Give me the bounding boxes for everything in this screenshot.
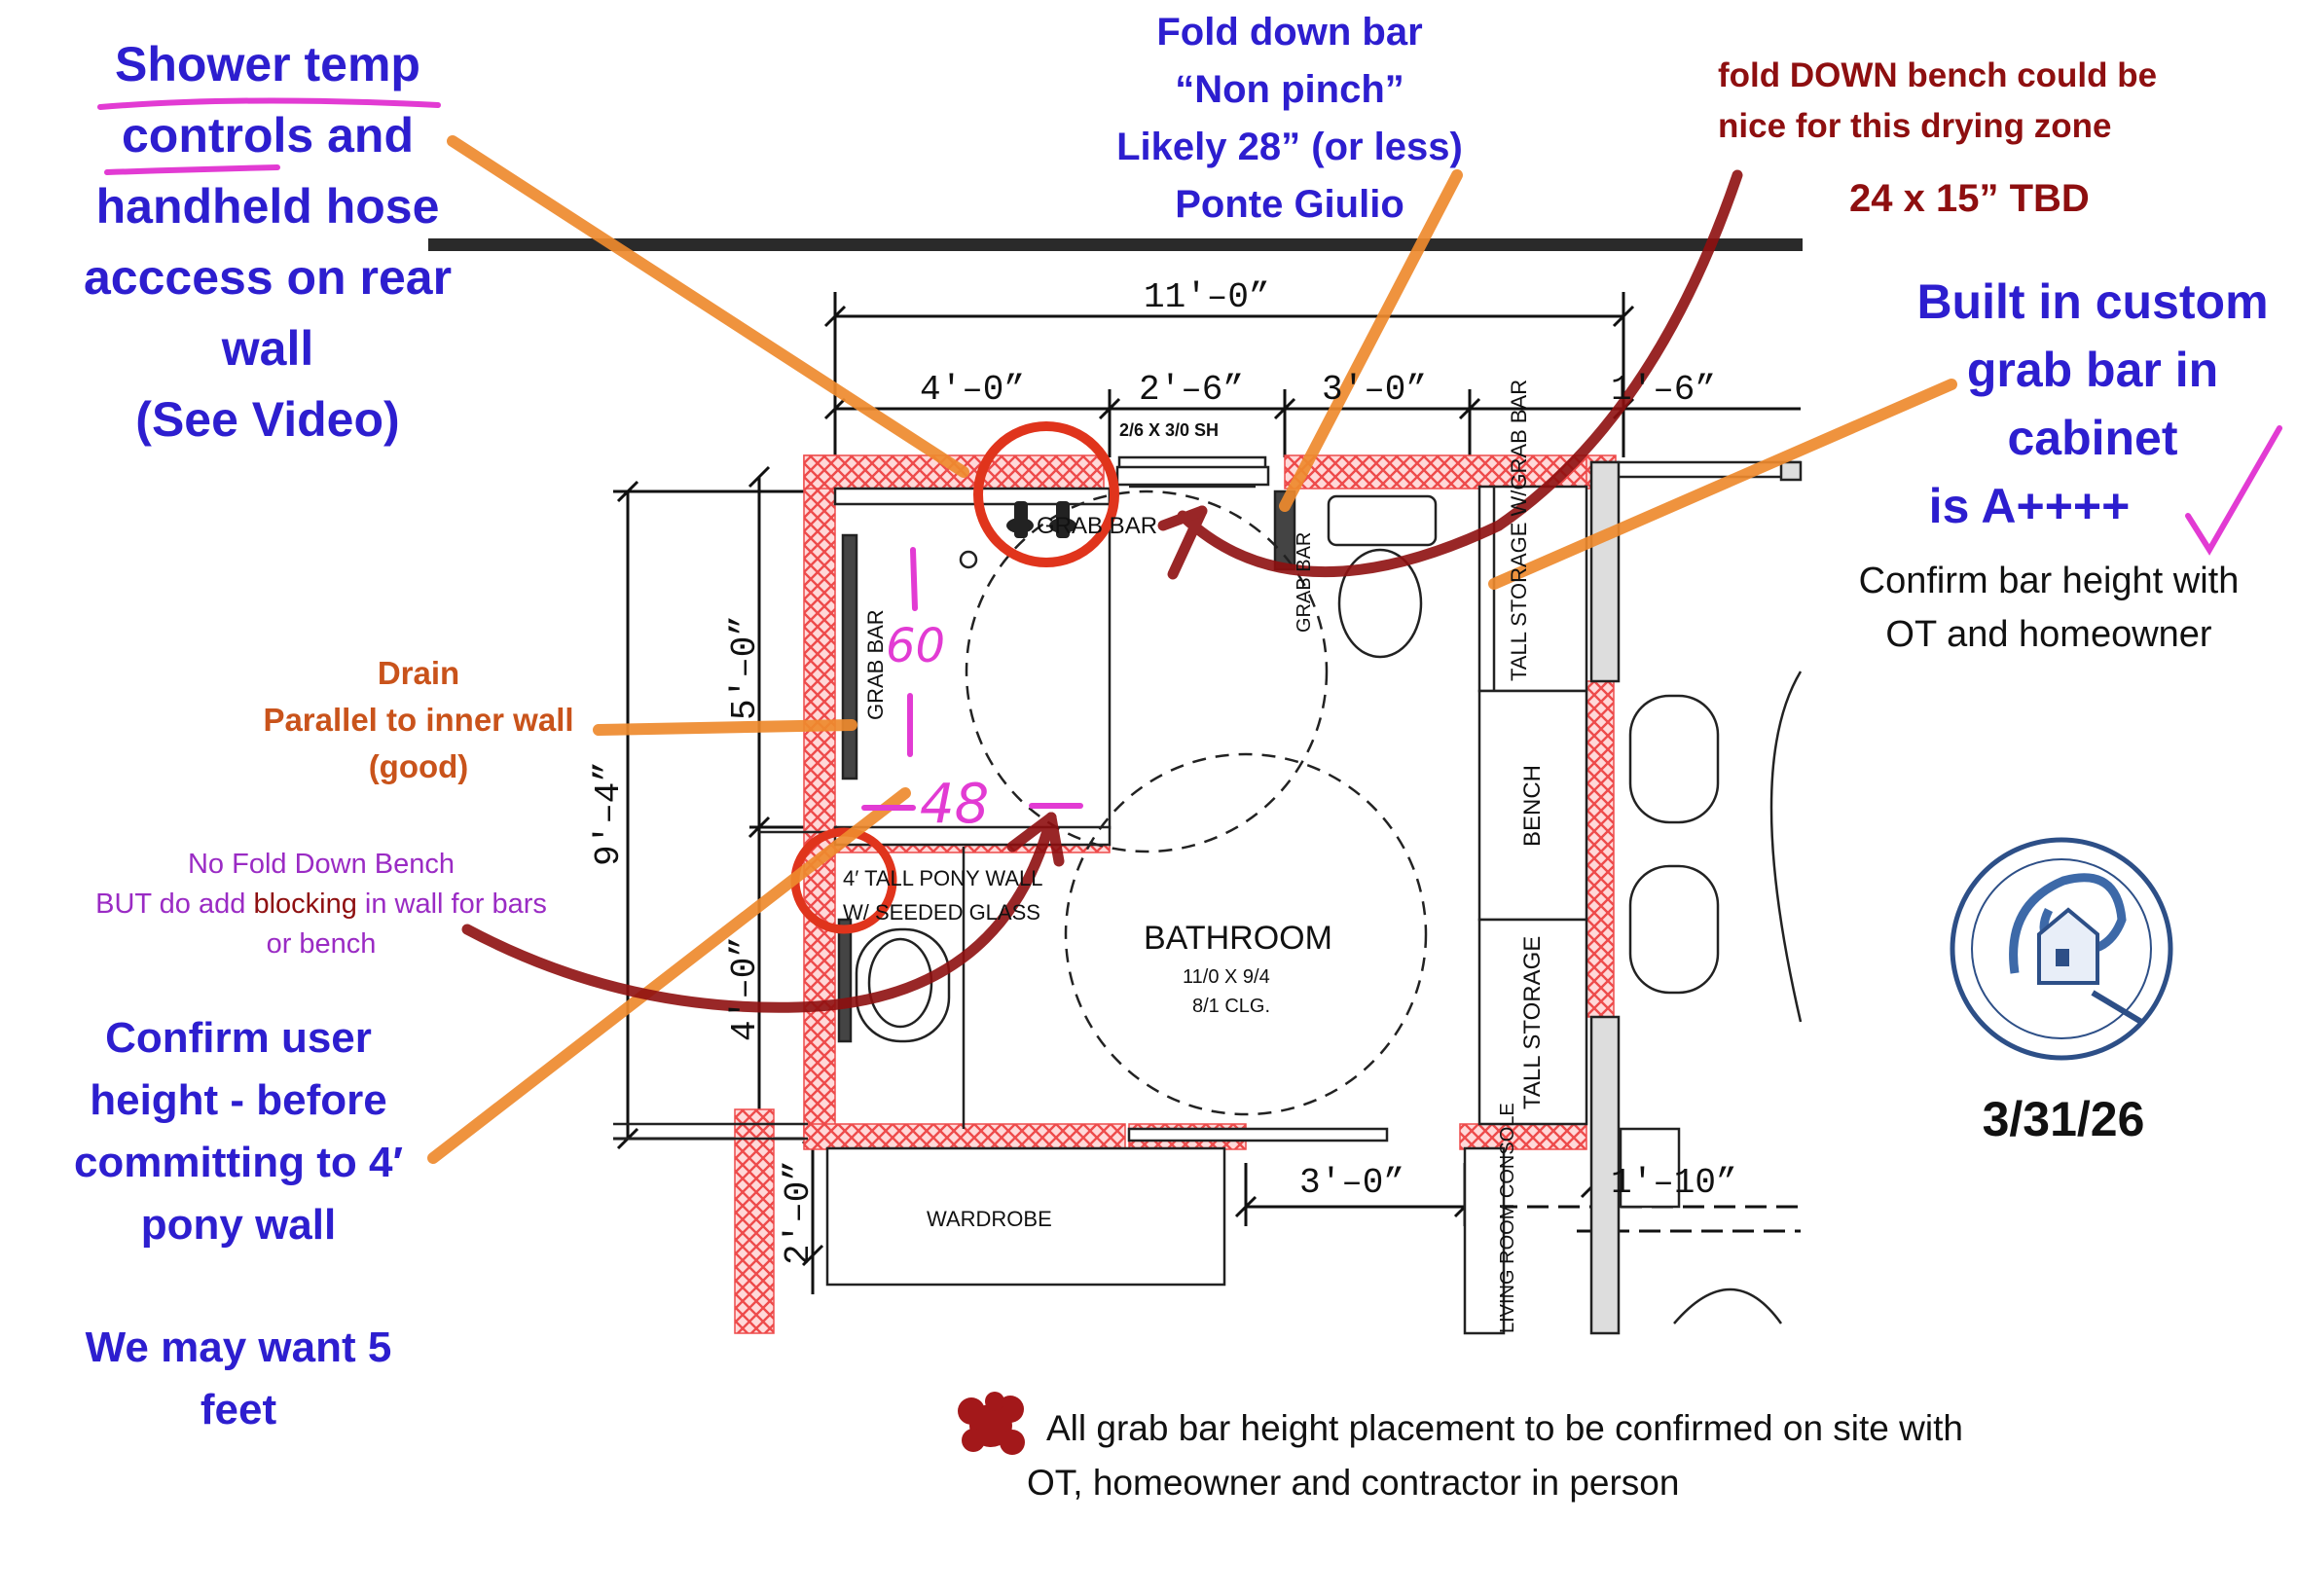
note-confirm-user-height: Confirm user height - before committing … — [44, 1007, 433, 1256]
pony-wall-label-2: W/ SEEDED GLASS — [843, 900, 1040, 925]
note-line: Parallel to inner wall — [263, 702, 574, 738]
shower-controls-callout-circle — [973, 421, 1119, 567]
dim-5ft: 5′–0” — [725, 615, 765, 720]
dim-4ft-v: 4′–0” — [725, 936, 765, 1041]
room-name: BATHROOM — [1144, 920, 1332, 957]
blocking-emphasis: blocking — [253, 889, 357, 920]
note-line: All grab bar height placement to be conf… — [1046, 1408, 1963, 1448]
door-label: 2/6 X 3/0 SH — [1119, 420, 1219, 440]
grab-bar-top-label: GRAB BAR — [1037, 513, 1157, 539]
room-ceiling: 8/1 CLG. — [1192, 996, 1270, 1017]
note-line: committing to 4′ — [73, 1139, 404, 1186]
note-line: Built in custom — [1916, 274, 2269, 329]
dim-2ft: 2′–0” — [779, 1160, 819, 1265]
note-line: We may want 5 — [85, 1324, 392, 1371]
hatched-walls — [734, 454, 1617, 1334]
bench-label: BENCH — [1519, 765, 1546, 847]
note-confirm-bar-height: Confirm bar height with OT and homeowner — [1815, 555, 2282, 662]
dim-1ft6: 1′–6” — [1611, 370, 1716, 410]
note-line: is A++++ — [1928, 479, 2131, 533]
note-line: fold DOWN bench could be — [1718, 56, 2158, 94]
note-line: acccess on rear — [83, 250, 453, 305]
note-line: OT, homeowner and contractor in person — [1027, 1463, 1680, 1503]
note-five-feet: We may want 5 feet — [44, 1317, 433, 1441]
pony-wall-label-1: 4′ TALL PONY WALL — [843, 866, 1042, 890]
note-line: (See Video) — [135, 392, 400, 447]
note-line: controls and — [121, 108, 415, 163]
exterior-wall-line — [428, 238, 1803, 251]
dark-red-arrow-curves — [461, 169, 1743, 1013]
dim-overall: 11′–0” — [1144, 277, 1270, 317]
tall-storage-grab-label: TALL STORAGE W/GRAB BAR — [1507, 380, 1531, 681]
note-drain: Drain Parallel to inner wall (good) — [248, 650, 589, 790]
note-line: Shower temp — [115, 37, 420, 91]
handwritten-48: 48 — [920, 773, 989, 836]
note-line: “Non pinch” — [1175, 68, 1404, 111]
note-line: wall — [221, 321, 314, 376]
room-size: 11/0 X 9/4 — [1183, 966, 1270, 988]
plan-linework — [613, 455, 1803, 1335]
dim-3ft: 3′–0” — [1322, 370, 1427, 410]
company-logo — [1950, 837, 2173, 1061]
dim-4ft: 4′–0” — [920, 370, 1025, 410]
note-line: or bench — [266, 928, 377, 960]
grab-bar-left-label: GRAB BAR — [863, 609, 888, 720]
dimension-lines — [613, 292, 1801, 1294]
shower-controls-fixture — [1006, 501, 1076, 538]
magenta-marks — [97, 97, 2282, 811]
note-line: Confirm bar height with — [1858, 561, 2240, 601]
handwritten-60: 60 — [886, 619, 945, 673]
splat-icon — [958, 1392, 1025, 1455]
note-shower-controls: Shower temp controls and handheld hose a… — [54, 29, 482, 455]
note-fold-down-bench: fold DOWN bench could be nice for this d… — [1718, 51, 2224, 152]
plan-labels: 2/6 X 3/0 SH GRAB BAR GRAB BAR GRAB BAR … — [843, 380, 1546, 1333]
dim-9ft4: 9′–4” — [589, 761, 629, 866]
note-segment: in wall for bars — [356, 889, 547, 920]
tall-storage-label: TALL STORAGE — [1519, 936, 1546, 1109]
note-line: BUT do add blocking in wall for bars — [58, 885, 584, 925]
note-line: No Fold Down Bench — [187, 849, 456, 880]
note-no-fold-bench: No Fold Down Bench BUT do add blocking i… — [58, 845, 584, 964]
note-line: cabinet — [2007, 411, 2178, 465]
note-line: Likely 28” (or less) — [1116, 126, 1463, 168]
note-builtin-grab-bar: Built in custom grab bar in cabinet is A… — [1878, 268, 2297, 540]
note-line: Fold down bar — [1156, 11, 1423, 54]
note-line: pony wall — [140, 1201, 337, 1249]
note-fold-down-bar: Fold down bar “Non pinch” Likely 28” (or… — [1071, 4, 1509, 234]
dim-bottom-1ft10: 1′–10” — [1611, 1163, 1737, 1203]
wardrobe-label: WARDROBE — [927, 1207, 1052, 1231]
note-bench-size: 24 x 15” TBD — [1849, 177, 2090, 220]
note-line: (good) — [368, 748, 469, 784]
grab-bar-right-label: GRAB BAR — [1294, 532, 1315, 633]
dim-2ft6: 2′–6” — [1139, 370, 1244, 410]
note-onsite-confirmation: All grab bar height placement to be conf… — [1027, 1401, 2175, 1510]
note-line: Ponte Giulio — [1175, 183, 1404, 226]
note-line: grab bar in — [1966, 343, 2219, 397]
note-line: OT and homeowner — [1885, 614, 2212, 655]
orange-leader-lines — [427, 135, 1957, 1164]
note-segment: BUT do add — [95, 889, 254, 920]
note-line: nice for this drying zone — [1718, 107, 2112, 145]
note-line: feet — [200, 1386, 277, 1433]
note-line: Drain — [377, 655, 460, 691]
note-line: height - before — [90, 1076, 387, 1124]
dimension-texts: 11′–0” 4′–0” 2′–6” 3′–0” 1′–6” 5′–0” 4′–… — [589, 277, 1737, 1265]
console-label: LIVING ROOM CONSOLE — [1497, 1103, 1518, 1333]
date-label: 3/31/26 — [1982, 1092, 2145, 1146]
note-line: handheld hose — [95, 179, 440, 234]
dim-bottom-3ft: 3′–0” — [1299, 1163, 1404, 1203]
note-line: Confirm user — [105, 1014, 372, 1062]
